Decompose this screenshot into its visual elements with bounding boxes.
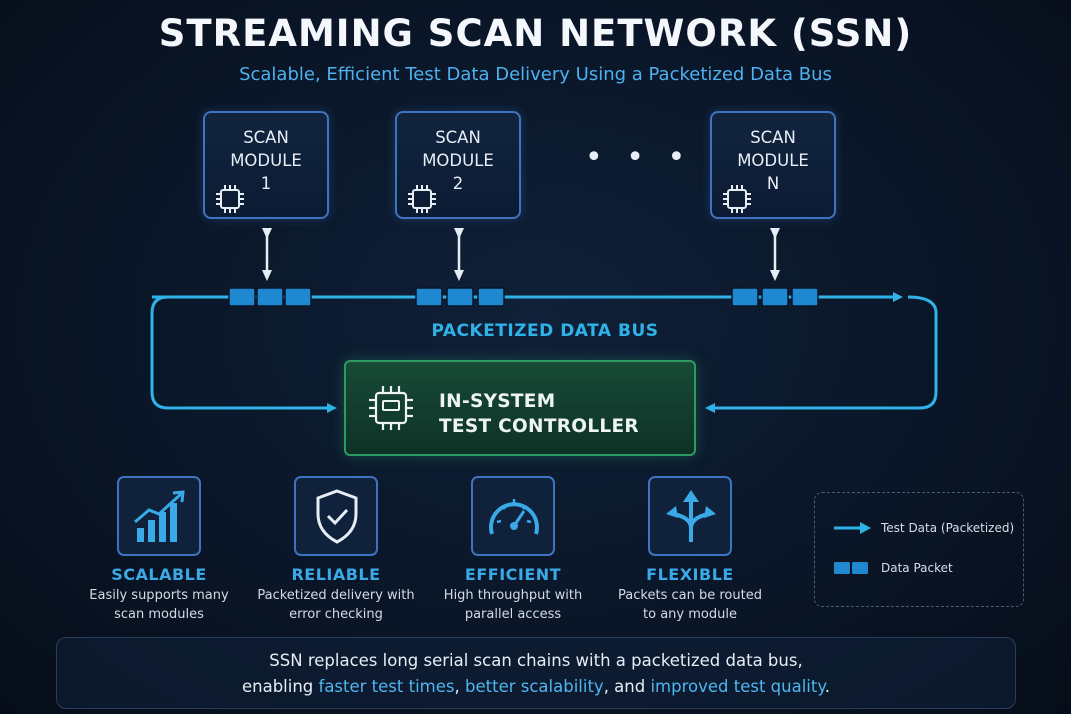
scalable-icon-box [117,476,201,556]
page-title: STREAMING SCAN NETWORK (SSN) [158,12,913,55]
feature-description: High throughput with parallel access [443,588,583,622]
feature-title: FLEXIBLE [646,565,734,584]
feature-title: EFFICIENT [464,565,562,584]
summary-text: , and [603,677,651,696]
page-subtitle: Scalable, Efficient Test Data Delivery U… [239,64,832,85]
scan-module-1: SCAN MODULE 1 [203,111,329,219]
summary-text: , [454,677,465,696]
data-packet [731,287,759,307]
feature-title: SCALABLE [111,565,207,584]
scan-module-label: SCAN MODULE N [737,128,809,193]
summary-panel: SSN replaces long serial scan chains wit… [56,637,1016,709]
feature-title: RELIABLE [291,565,381,584]
summary-text: . [824,677,831,696]
chip-icon [408,185,436,213]
scan-module-n: SCAN MODULE N [710,111,836,219]
shield-check-icon [316,489,358,544]
feature-description: Easily supports many scan modules [89,588,229,622]
scan-module-2: SCAN MODULE 2 [395,111,521,219]
feature-description: Packets can be routed to any module [618,588,762,622]
summary-highlight: faster test times [318,677,455,696]
summary-line-2: enabling faster test times, better scala… [57,674,1015,700]
scan-module-label: SCAN MODULE 1 [230,128,302,193]
data-packet [791,287,819,307]
scan-module-label: SCAN MODULE 2 [422,128,494,193]
summary-highlight: improved test quality [650,677,825,696]
bus-label: PACKETIZED DATA BUS [431,321,659,341]
reliable-icon-box [294,476,378,556]
data-packet-icon [834,562,868,574]
data-packet [228,287,256,307]
legend-label: Test Data (Packetized) [881,521,1015,535]
data-packet [446,287,474,307]
data-packet [415,287,443,307]
summary-text: enabling [241,677,319,696]
controller-label: IN-SYSTEM TEST CONTROLLER [439,391,639,437]
more-modules-ellipsis: • • • [585,140,693,175]
chip-icon [723,185,751,213]
speedometer-icon [489,499,539,535]
data-packet [284,287,312,307]
module-link-arrows [262,228,780,281]
processor-icon [369,386,413,430]
bar-chart-growth-icon [134,490,185,542]
summary-highlight: better scalability [465,677,604,696]
feature-description: Packetized delivery with error checking [257,588,415,622]
test-controller: IN-SYSTEM TEST CONTROLLER [344,360,696,456]
legend-label: Data Packet [881,561,953,575]
data-packet [477,287,505,307]
chip-icon [216,185,244,213]
efficient-icon-box [471,476,555,556]
flexible-icon-box [648,476,732,556]
branching-arrows-icon [666,490,716,542]
data-packet [761,287,789,307]
summary-line-1: SSN replaces long serial scan chains wit… [269,651,803,670]
arrow-icon [834,522,871,534]
data-packet [256,287,284,307]
legend: Test Data (Packetized) Data Packet [814,492,1024,607]
